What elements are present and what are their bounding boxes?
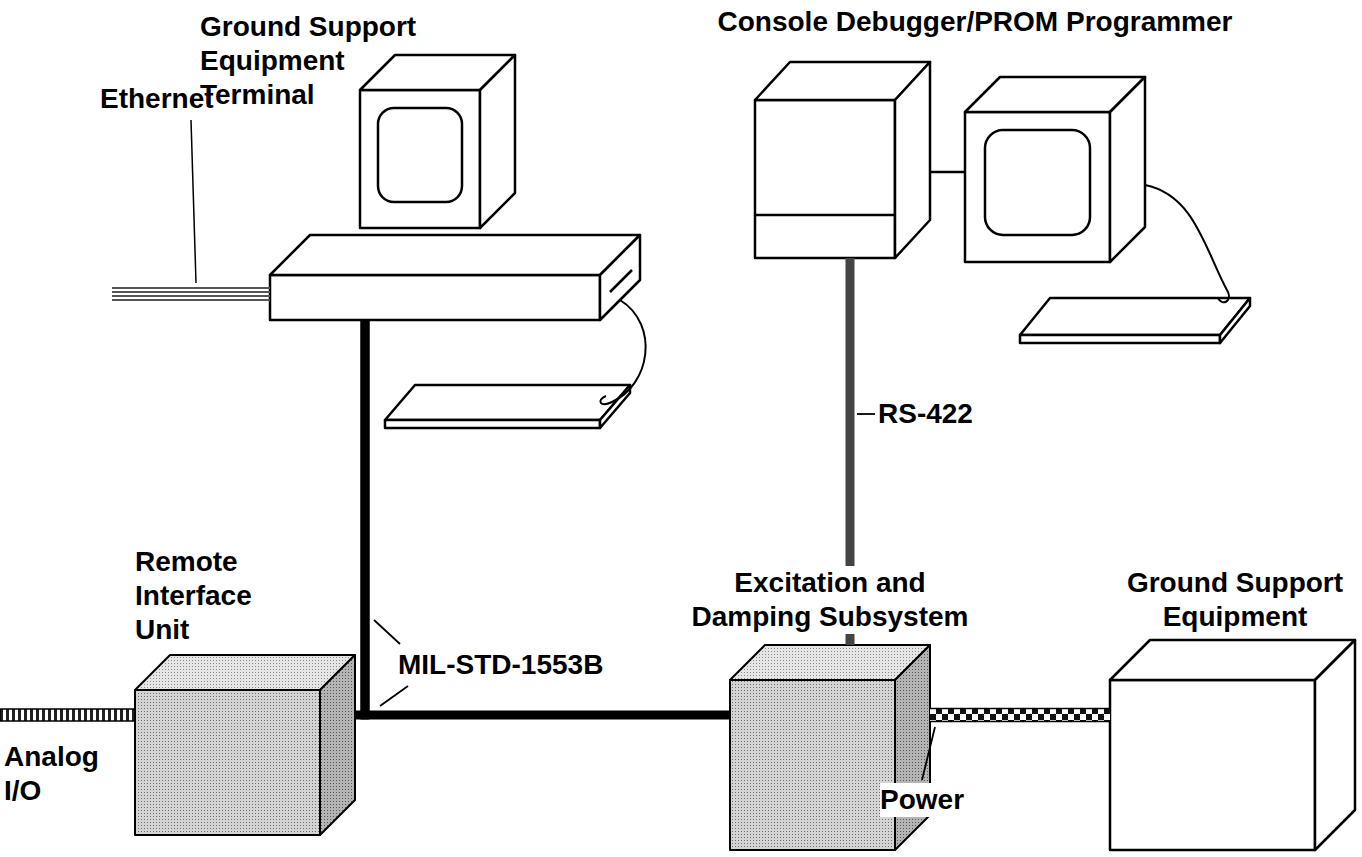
ethernet-cable-part xyxy=(112,287,270,289)
ground-support-cube xyxy=(1110,640,1355,850)
debugger-illustration-part xyxy=(965,112,1110,262)
terminal-illustration-part xyxy=(360,90,480,228)
debugger-node: Console Debugger/PROM Programmer xyxy=(755,62,930,258)
ethernet-cable-part xyxy=(191,120,196,283)
remote-interface-unit-cube-part xyxy=(135,655,355,690)
terminal-illustration-part xyxy=(610,270,632,292)
leader-lines-part xyxy=(380,686,408,706)
debugger-illustration-part xyxy=(755,100,895,258)
leader-lines-part xyxy=(374,620,400,644)
debugger-illustration-part xyxy=(1020,335,1220,343)
subsystem-node: Excitation and Damping Subsystem xyxy=(730,645,930,850)
excitation-damping-cube-part xyxy=(895,645,930,850)
terminal-node: Ground Support Equipment Terminal xyxy=(270,55,640,320)
node-label: Console Debugger/PROM Programmer xyxy=(695,5,1255,39)
debugger-illustration-part xyxy=(1020,298,1250,335)
cable-label: Ethernet xyxy=(100,82,260,116)
node-label: Remote Interface Unit xyxy=(135,545,260,647)
cable-connector xyxy=(365,320,730,715)
leader-lines-part xyxy=(857,413,875,415)
debugger-illustration-part xyxy=(1110,77,1145,262)
ethernet-cable-part xyxy=(112,299,270,301)
cable-label: Power xyxy=(880,783,1080,817)
terminal-illustration-part xyxy=(270,235,640,275)
debugger-illustration-part xyxy=(1220,298,1250,343)
cable-label: Analog I/O xyxy=(4,740,114,808)
analog-io-cable xyxy=(0,709,135,721)
remote-interface-unit-cube xyxy=(135,655,355,835)
terminal-illustration-part xyxy=(378,108,462,202)
cable-label: RS-422 xyxy=(878,397,1078,431)
node-label: Excitation and Damping Subsystem xyxy=(685,566,975,634)
leader-lines-part xyxy=(922,727,935,780)
debugger-illustration-part xyxy=(755,214,895,217)
terminal-illustration-part xyxy=(600,300,645,404)
remote-interface-unit-cube-part xyxy=(320,655,355,835)
remote-interface-unit-cube-part xyxy=(135,690,320,835)
interface-unit-node: Remote Interface Unit xyxy=(135,655,355,835)
ethernet-cable xyxy=(112,120,270,300)
equipment-node: Ground Support Equipment xyxy=(1110,640,1355,850)
ground-support-cube-part xyxy=(1110,680,1315,850)
terminal-illustration-part xyxy=(270,275,600,320)
cable-edge-line xyxy=(930,721,1110,723)
ethernet-cable-part xyxy=(112,295,270,297)
ground-support-cube-part xyxy=(1110,640,1355,680)
terminal-illustration-part xyxy=(480,55,515,228)
terminal-illustration-part xyxy=(600,385,630,428)
ethernet-cable-part xyxy=(112,291,270,293)
terminal-illustration-part xyxy=(600,235,640,320)
cable-edge-line xyxy=(930,708,1110,710)
debugger-illustration-part xyxy=(895,62,930,258)
excitation-damping-cube-part xyxy=(730,680,895,850)
terminal-illustration-part xyxy=(385,385,630,420)
debugger-illustration xyxy=(755,62,1250,343)
debugger-illustration-part xyxy=(1145,185,1229,302)
ground-support-cube-part xyxy=(1315,640,1355,850)
terminal-illustration xyxy=(270,55,646,428)
analog-io-cable-part xyxy=(0,709,135,721)
bus-label: MIL-STD-1553B xyxy=(398,648,638,682)
terminal-illustration-part xyxy=(385,420,600,428)
excitation-damping-cube xyxy=(730,645,930,850)
debugger-illustration-part xyxy=(930,171,965,174)
node-label: Ground Support Equipment Terminal xyxy=(200,10,450,112)
cable-connector xyxy=(930,709,1110,722)
node-label: Ground Support Equipment xyxy=(1110,566,1360,634)
debugger-illustration-part xyxy=(985,130,1090,235)
